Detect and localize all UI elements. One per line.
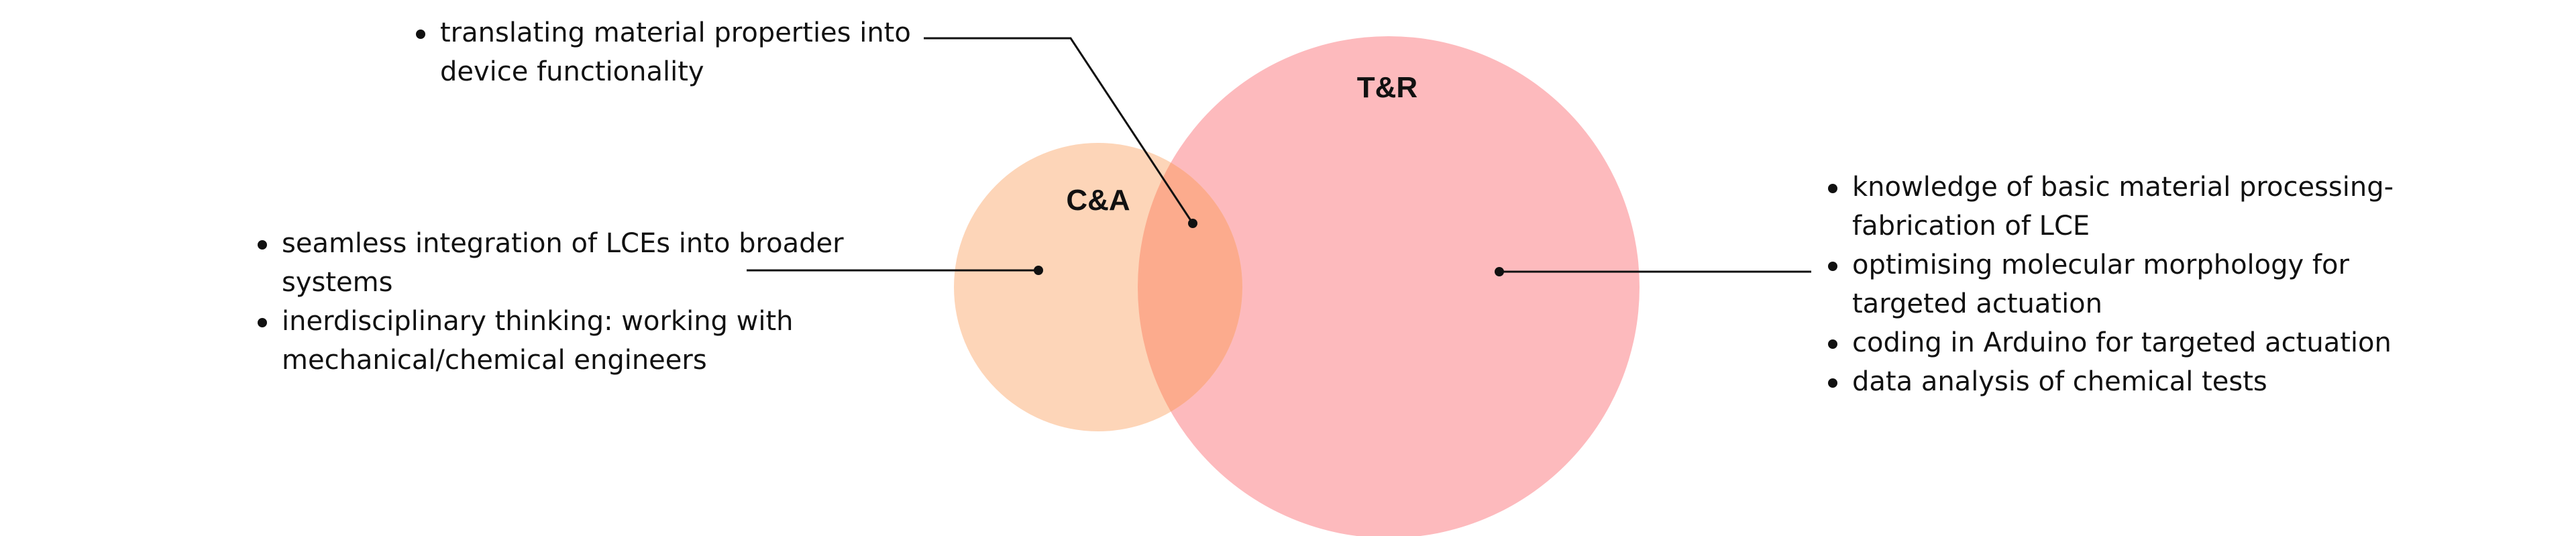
ca-annotation-list: seamless integration of LCEs into broade… (258, 224, 861, 380)
annotation-item: translating material properties into dev… (416, 13, 939, 91)
tr-label: T&R (1357, 71, 1417, 104)
right-connector-dot (1495, 267, 1504, 276)
tr-circle (1138, 36, 1640, 536)
ca-label: C&A (1066, 184, 1130, 217)
annotation-item: seamless integration of LCEs into broade… (258, 224, 861, 302)
intersection-annotation-list: translating material properties into dev… (416, 13, 939, 91)
left-connector-dot (1034, 266, 1043, 275)
top-connector-line (924, 37, 1194, 224)
annotation-item: coding in Arduino for targeted actuation (1828, 323, 2432, 362)
tr-annotation-list: knowledge of basic material processing- … (1828, 168, 2432, 401)
annotation-item: inerdisciplinary thinking: working with … (258, 302, 861, 380)
annotation-item: data analysis of chemical tests (1828, 362, 2432, 401)
annotation-item: optimising molecular morphology for targ… (1828, 246, 2432, 323)
top-connector-dot (1188, 219, 1197, 228)
annotation-item: knowledge of basic material processing- … (1828, 168, 2432, 246)
